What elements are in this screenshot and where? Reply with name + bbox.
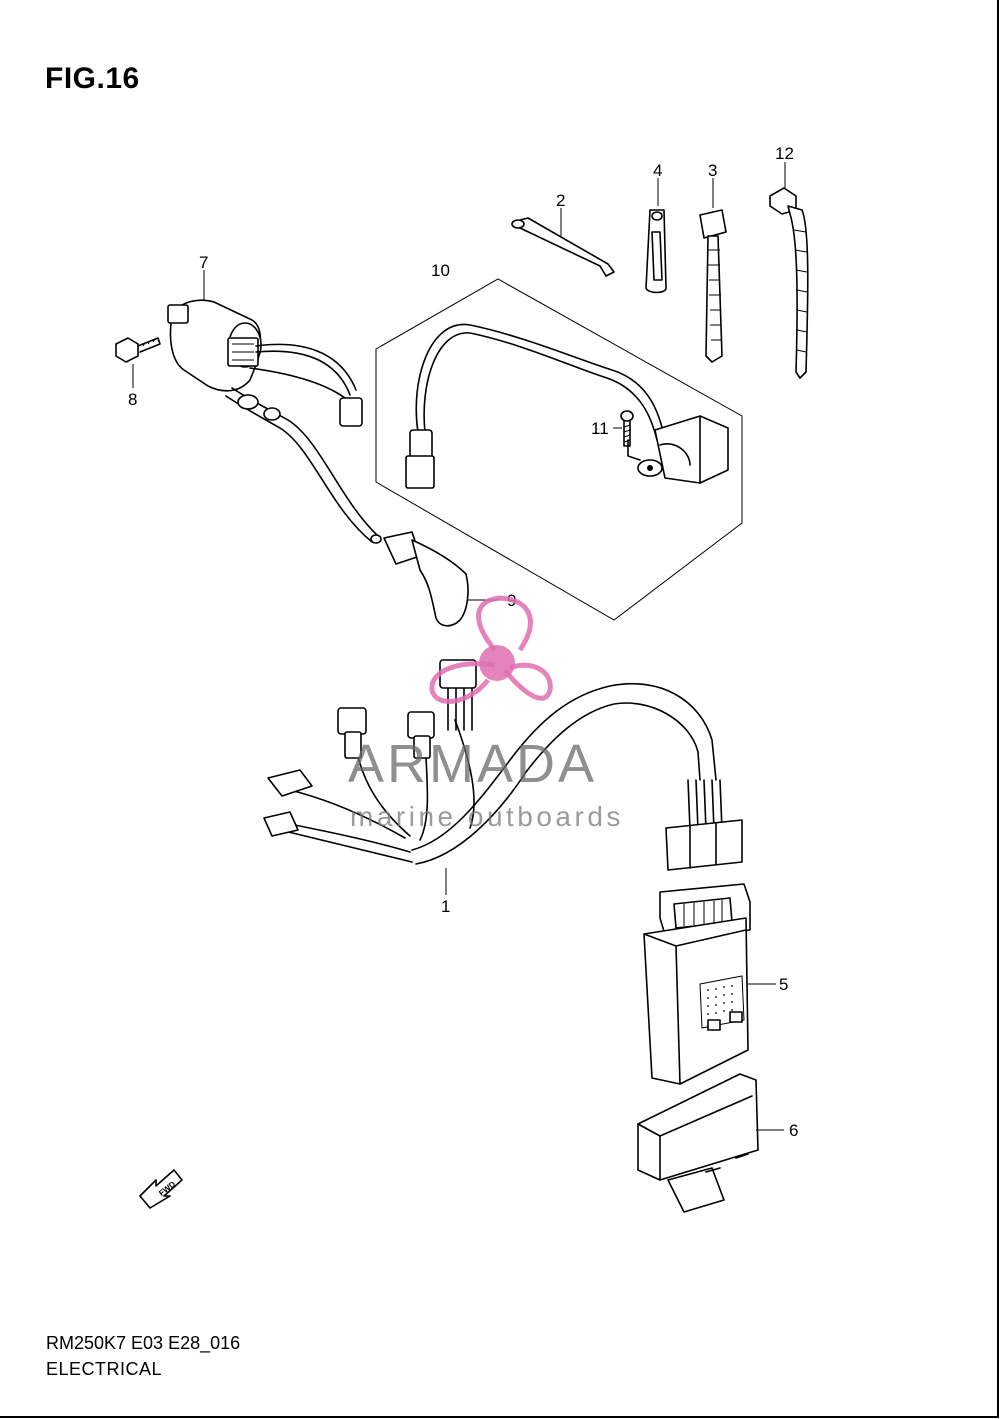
part-4-clamp: [645, 178, 667, 294]
callout-7: 7: [199, 253, 208, 272]
callout-2: 2: [556, 191, 565, 210]
part-6-holder: [637, 1073, 784, 1213]
part-1-wiring-harness: [263, 659, 743, 895]
kit-outline-10: [375, 278, 743, 621]
callout-6: 6: [789, 1121, 798, 1140]
part-3-cable-tie: [699, 178, 727, 363]
part-5-cdi-unit: [643, 883, 776, 1085]
logo-hub: [479, 645, 515, 681]
watermark-tagline: marine outboards: [350, 801, 624, 832]
part-7-ignition-coil: [167, 270, 363, 427]
part-9-plug-cap: [225, 387, 500, 627]
part-12-cable-tie: [769, 162, 809, 379]
watermark-brand: ARMADA: [348, 734, 597, 794]
figure-title: FIG.16: [45, 62, 140, 95]
callout-8: 8: [128, 390, 137, 409]
callout-10: 10: [431, 261, 450, 280]
part-2-rod: [511, 208, 615, 277]
part-8-bolt: [115, 337, 161, 388]
callout-4: 4: [653, 161, 662, 180]
callout-1: 1: [441, 897, 450, 916]
part-10-pickup-coil: [405, 323, 729, 489]
armada-watermark: ARMADA marine outboards: [348, 595, 624, 832]
callout-5: 5: [779, 975, 788, 994]
diagram-code: RM250K7 E03 E28_016: [46, 1333, 241, 1353]
callout-3: 3: [708, 161, 717, 180]
part-11-screw: [613, 410, 634, 447]
fwd-arrow-icon: FWD: [139, 1169, 183, 1209]
callout-12: 12: [775, 144, 794, 163]
diagram-section-name: ELECTRICAL: [46, 1359, 163, 1379]
callout-11: 11: [591, 419, 609, 438]
armada-propeller-logo: [429, 595, 553, 704]
